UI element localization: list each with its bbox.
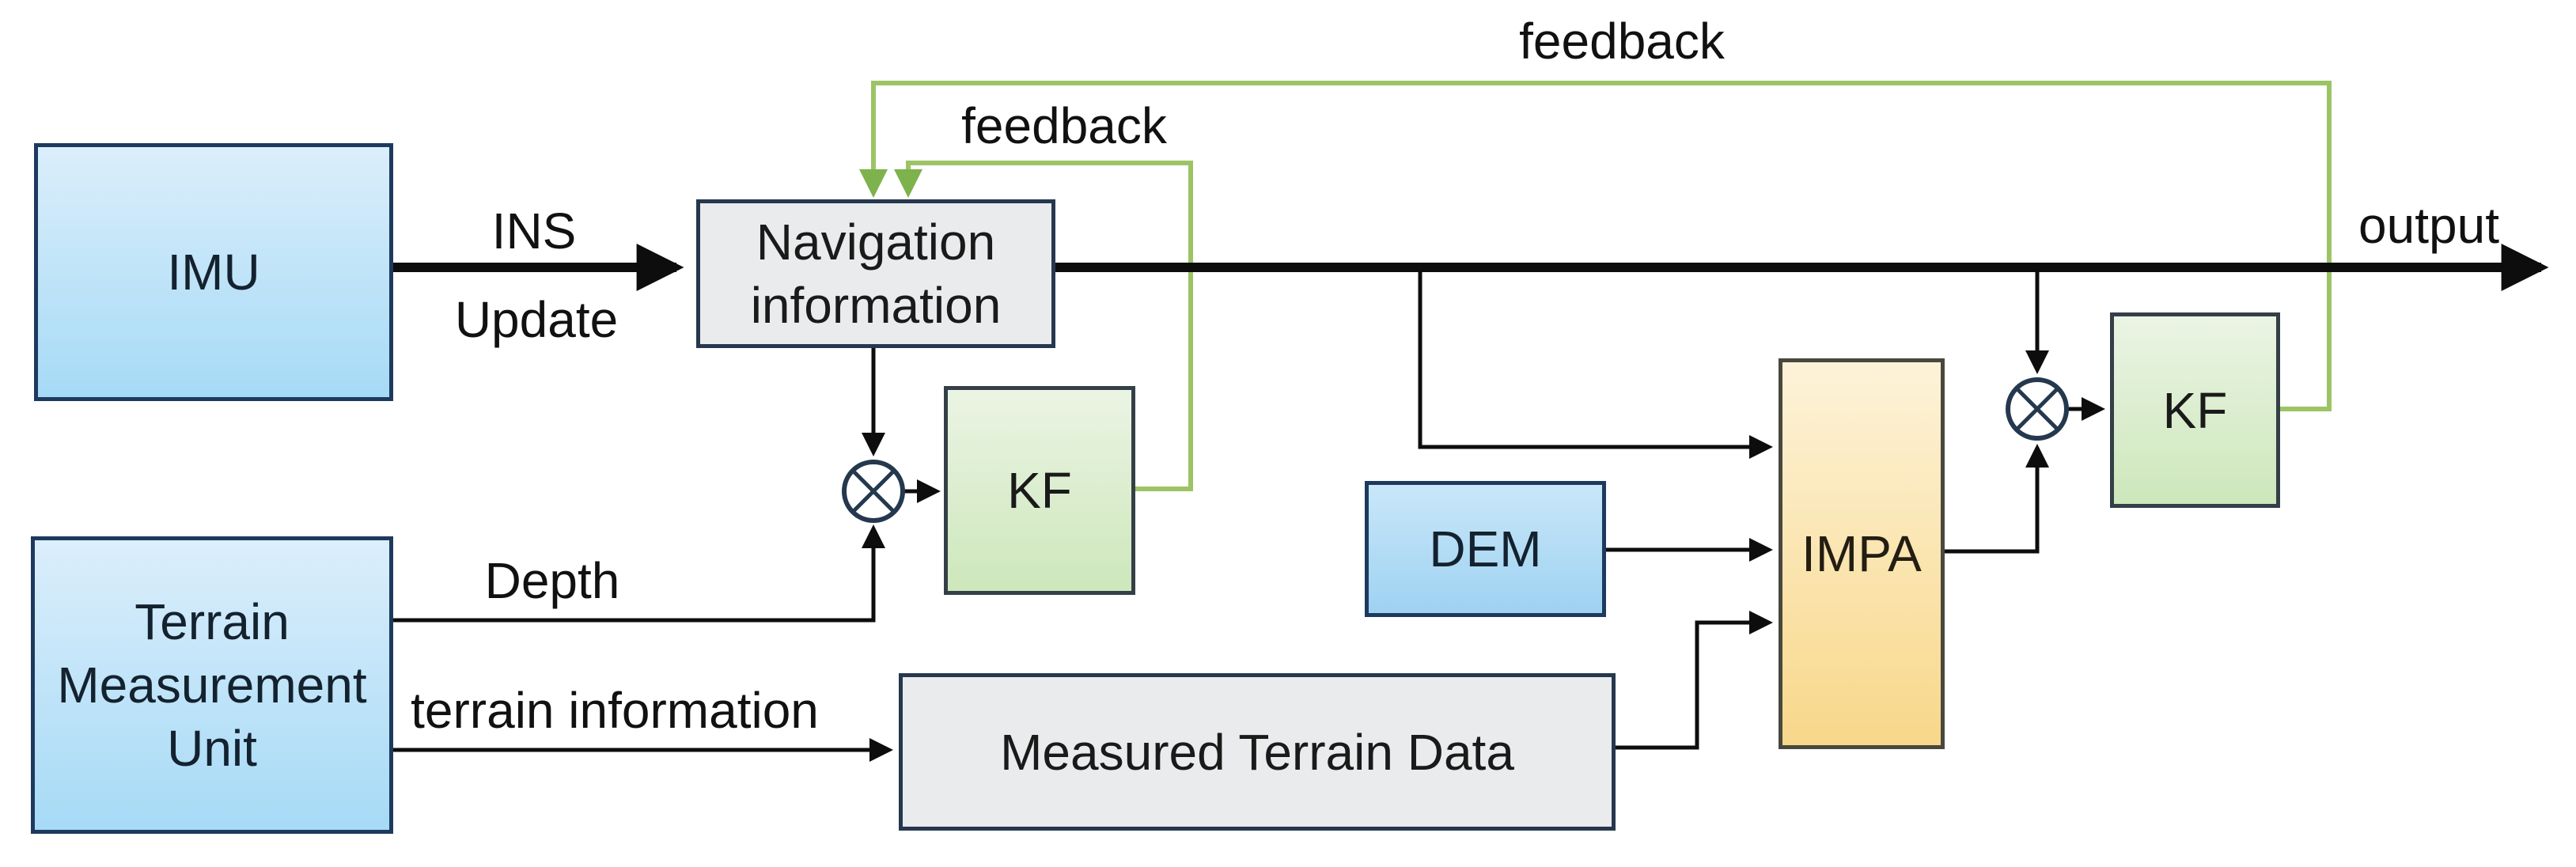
nav-branch-to-impa-line <box>1418 267 1773 459</box>
terrain-measurement-unit-label: Terrain Measurement Unit <box>57 593 367 777</box>
depth-label: Depth <box>484 552 620 609</box>
ins-label: INS <box>491 203 577 259</box>
dem-label: DEM <box>1429 521 1542 577</box>
navigation-information-label: Navigation information <box>750 214 1002 334</box>
kf-right-box: KF <box>2110 312 2280 508</box>
measured-terrain-data-label: Measured Terrain Data <box>1000 723 1514 781</box>
update-label: Update <box>454 291 619 348</box>
navigation-information-box: Navigation information <box>696 199 1055 348</box>
kf-left-label: KF <box>1007 462 1072 519</box>
impa-to-right-junction-line <box>1945 444 2049 554</box>
multiplier-junction-right <box>2006 377 2069 441</box>
imu-box: IMU <box>34 143 393 401</box>
terrain-measurement-unit-box: Terrain Measurement Unit <box>31 536 393 834</box>
terrain-information-label: terrain information <box>411 682 819 739</box>
mtd-to-impa-line <box>1616 611 1773 750</box>
dem-box: DEM <box>1365 481 1606 617</box>
feedback-outer-label: feedback <box>1519 13 1725 70</box>
impa-box: IMPA <box>1779 358 1945 749</box>
kf-right-label: KF <box>2162 381 2228 439</box>
multiplier-junction-left <box>842 460 905 523</box>
output-label: output <box>2358 197 2499 254</box>
measured-terrain-data-box: Measured Terrain Data <box>899 673 1616 831</box>
imu-label: IMU <box>167 244 260 301</box>
feedback-inner-label: feedback <box>961 97 1167 154</box>
feedback-outer-loop-line <box>859 81 2332 411</box>
impa-label: IMPA <box>1801 525 1922 582</box>
kf-left-box: KF <box>944 386 1135 595</box>
depth-line <box>393 524 885 623</box>
feedback-inner-loop-line <box>894 161 1193 491</box>
